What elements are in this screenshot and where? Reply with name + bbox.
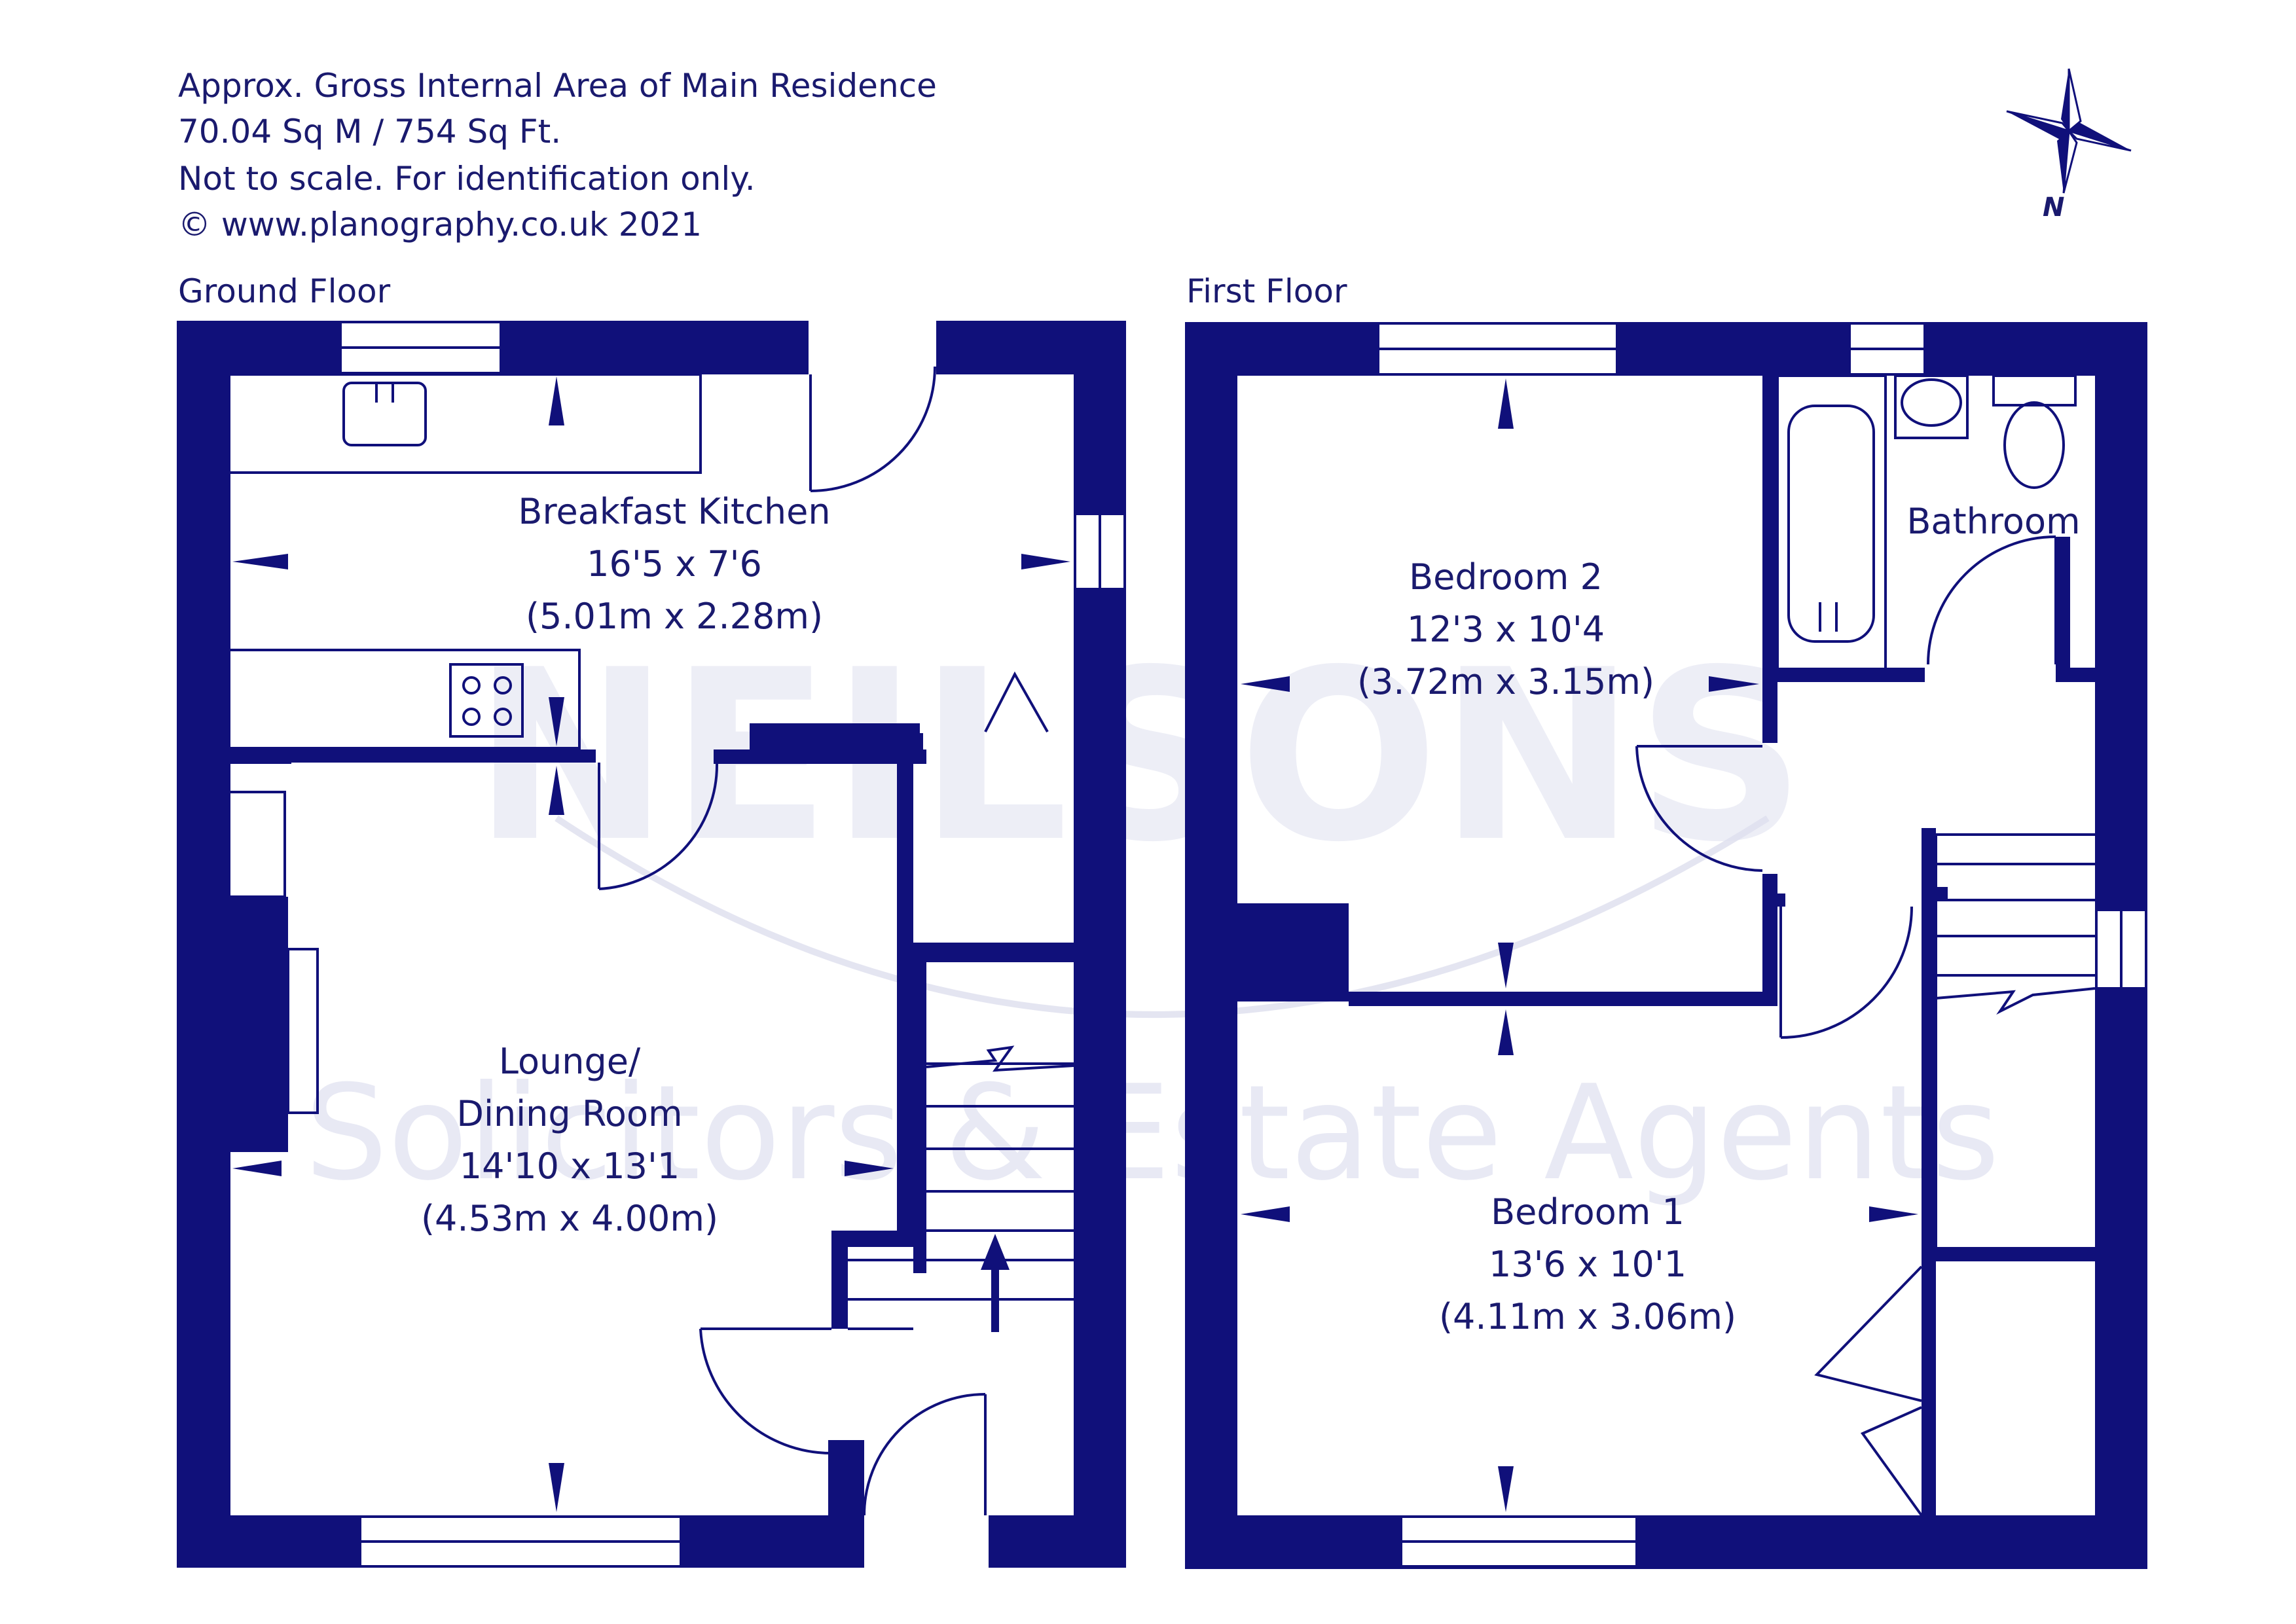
room-size-metric: (5.01m x 2.28m): [526, 596, 823, 637]
room-size-metric: (4.53m x 4.00m): [421, 1198, 718, 1239]
first-floor-label: First Floor: [1186, 272, 1347, 310]
room-breakfast-kitchen: Breakfast Kitchen 16'5 x 7'6 (5.01m x 2.…: [518, 491, 830, 637]
watermark: NEILSONS Solicitors & Estate Agents: [304, 619, 1999, 1210]
room-name: Bedroom 2: [1409, 556, 1603, 598]
first-floor-stairs: [1935, 833, 2096, 1247]
room-name: Bathroom: [1906, 501, 2080, 542]
room-size-imperial: 13'6 x 10'1: [1489, 1244, 1686, 1285]
watermark-tagline: Solicitors & Estate Agents: [304, 1057, 1999, 1210]
header-line-copyright: © www.planography.co.uk 2021: [178, 206, 702, 244]
room-bedroom-2: Bedroom 2 12'3 x 10'4 (3.72m x 3.15m): [1357, 556, 1654, 702]
header-line-scale-note: Not to scale. For identification only.: [178, 160, 756, 198]
header-line-area-title: Approx. Gross Internal Area of Main Resi…: [178, 67, 937, 105]
ground-floor-stairs: [848, 1045, 1074, 1332]
room-bedroom-1: Bedroom 1 13'6 x 10'1 (4.11m x 3.06m): [1439, 1191, 1736, 1337]
compass-north-label: N: [2043, 192, 2064, 223]
room-size-imperial: 14'10 x 13'1: [460, 1146, 680, 1187]
watermark-arc: [555, 815, 1770, 1018]
header-notes: Approx. Gross Internal Area of Main Resi…: [178, 67, 937, 244]
compass-icon: [2006, 68, 2132, 194]
first-floor-plan: [1185, 322, 2147, 1569]
room-lounge-dining: Lounge/ Dining Room 14'10 x 13'1 (4.53m …: [421, 1041, 718, 1239]
room-size-imperial: 16'5 x 7'6: [587, 543, 762, 585]
room-bathroom: Bathroom: [1906, 501, 2080, 542]
room-name: Breakfast Kitchen: [518, 491, 830, 532]
ground-floor-plan: [177, 321, 1126, 1568]
ground-floor-label: Ground Floor: [178, 272, 391, 310]
room-size-metric: (3.72m x 3.15m): [1357, 661, 1654, 702]
room-name-line1: Lounge/: [499, 1041, 641, 1082]
room-size-metric: (4.11m x 3.06m): [1439, 1296, 1736, 1337]
header-line-area-value: 70.04 Sq M / 754 Sq Ft.: [178, 113, 561, 151]
room-name-line2: Dining Room: [456, 1093, 682, 1134]
watermark-brand: NEILSONS: [473, 619, 1806, 893]
room-name: Bedroom 1: [1491, 1191, 1685, 1233]
room-size-imperial: 12'3 x 10'4: [1407, 609, 1605, 650]
